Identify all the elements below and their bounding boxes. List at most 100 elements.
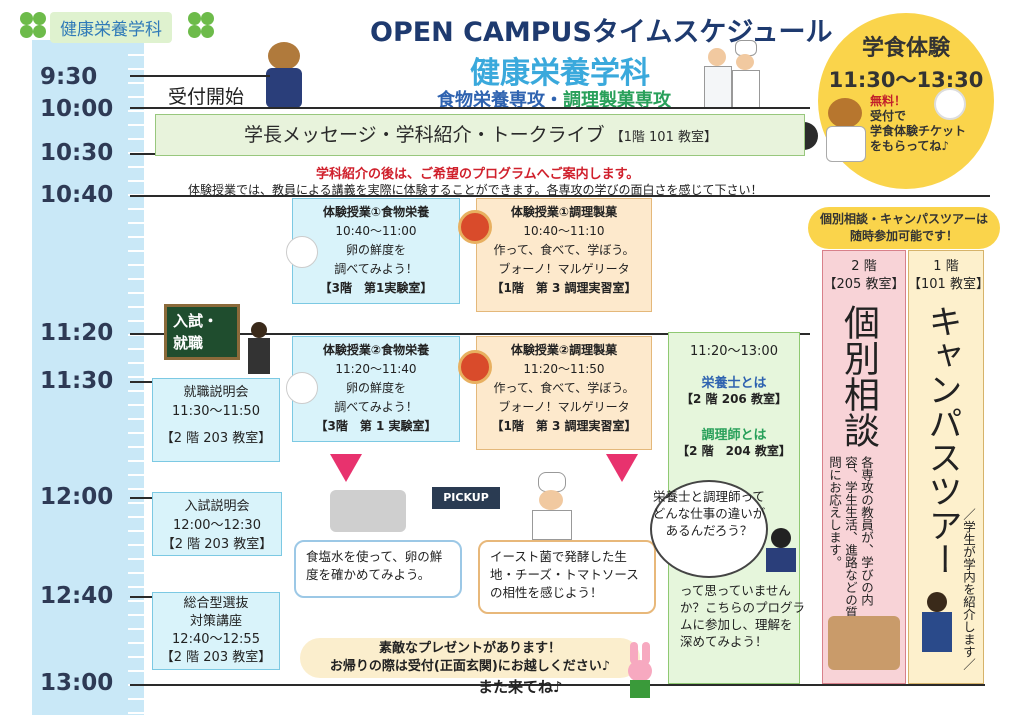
class-title: 体験授業①食物栄養 <box>322 205 430 219</box>
banner-room: 【1階 101 教室】 <box>610 130 717 145</box>
tour-room: 【101 教室】 <box>908 277 989 292</box>
campus-tour-column <box>908 250 984 684</box>
chef-icon <box>732 40 760 108</box>
class-desc: 作って、食べて、学ぼう。 <box>493 243 635 257</box>
time-line <box>130 684 985 686</box>
dog-mascot-icon <box>262 42 306 108</box>
class-desc: ブォーノ！マルゲリータ <box>498 400 630 414</box>
clover-icon <box>188 12 214 38</box>
consultation-column <box>822 250 906 684</box>
anytime-notice-line: 随時参加可能です！ <box>849 229 958 243</box>
class-room: 【1階 第 3 調理実習室】 <box>491 419 637 433</box>
class-box-cook-1: 体験授業①調理製菓 10:40〜11:10 作って、食べて、学ぼう。 ブォーノ！… <box>476 198 652 312</box>
notice-text: 体験授業では、教員による講義を実際に体験することができます。各専攻の学びの面白さ… <box>188 183 763 197</box>
present-line: お帰りの際は受付(正面玄関)にお越しください♪ <box>329 659 611 674</box>
class-time: 11:20〜11:40 <box>335 362 417 376</box>
session-exam: 入試説明会 12:00〜12:30 【2 階 203 教室】 <box>152 492 282 556</box>
time-label: 12:40 <box>40 583 114 609</box>
rabbit-icon <box>626 642 654 698</box>
pickup-label: PICKUP <box>432 487 500 509</box>
down-arrow-icon <box>606 454 638 482</box>
career-time: 11:20〜13:00 <box>690 344 778 359</box>
banner-text: 学長メッセージ・学科紹介・トークライブ <box>244 124 605 146</box>
class-time: 10:40〜11:00 <box>335 224 417 238</box>
class-box-food-1: 体験授業①食物栄養 10:40〜11:00 卵の鮮度を 調べてみよう！ 【3階 … <box>292 198 460 304</box>
lunch-note-1: 受付で <box>870 109 907 123</box>
teacher-icon <box>248 322 270 374</box>
time-line <box>130 333 810 335</box>
career-title-1: 栄養士とは <box>701 376 767 391</box>
reception-label: 受付開始 <box>168 86 245 108</box>
lunch-note-2: 学食体験チケット <box>870 124 967 138</box>
goodbye-text: また来てね♪ <box>478 678 563 696</box>
career-note-line: ムに参加し、理解を <box>680 617 793 632</box>
present-line: 素敵なプレゼントがあります！ <box>378 641 561 656</box>
session-time: 12:00〜12:30 <box>173 518 261 533</box>
exam-career-board: 入試・ 就職 <box>164 304 240 360</box>
lunch-note-3: をもらってね♪ <box>870 139 950 153</box>
anytime-notice: 個別相談・キャンパスツアーは 随時参加可能です！ <box>808 207 1000 249</box>
egg-carton-icon <box>330 490 406 532</box>
class-desc: 卵の鮮度を <box>345 381 406 395</box>
timeline-ruler <box>32 40 144 715</box>
pizza-note: イースト菌で発酵した生地・チーズ・トマトソースの相性を感じよう！ <box>478 540 656 614</box>
tour-desc: ／学生が学内を紹介します／ <box>961 508 976 671</box>
course-1: 食物栄養専攻 <box>437 90 545 111</box>
time-label: 11:20 <box>40 320 114 346</box>
plate-icon <box>934 88 966 120</box>
session-comprehensive: 総合型選抜 対策講座 12:40〜12:55 【2 階 203 教室】 <box>152 592 280 670</box>
lunch-time: 11:30〜13:30 <box>828 68 984 92</box>
time-line <box>130 497 160 499</box>
dept-tag: 健康栄養学科 <box>50 12 172 43</box>
page-title: OPEN CAMPUSタイムスケジュール <box>370 17 833 48</box>
consult-room: 【205 教室】 <box>823 277 905 292</box>
class-time: 11:20〜11:50 <box>523 362 605 376</box>
time-label: 10:30 <box>40 140 114 166</box>
course-2: 調理製菓専攻 <box>563 90 671 111</box>
career-room-2: 【2 階 204 教室】 <box>677 444 791 458</box>
career-note-line: 深めてみよう！ <box>680 634 768 649</box>
clover-icon <box>20 12 46 38</box>
student-icon <box>766 528 796 572</box>
career-room-1: 【2 階 206 教室】 <box>681 392 787 406</box>
class-box-cook-2: 体験授業②調理製菓 11:20〜11:50 作って、食べて、学ぼう。 ブォーノ！… <box>476 336 652 450</box>
class-time: 10:40〜11:10 <box>523 224 605 238</box>
time-line <box>130 75 270 77</box>
class-desc: 調べてみよう！ <box>334 262 418 276</box>
egg-note: 食塩水を使って、卵の鮮度を確かめてみよう。 <box>294 540 462 598</box>
egg-icon <box>286 236 318 268</box>
time-label: 12:00 <box>40 484 114 510</box>
class-title: 体験授業②調理製菓 <box>510 343 618 357</box>
consult-heading: 個別相談 <box>838 304 879 448</box>
class-room: 【3階 第1実験室】 <box>319 281 433 295</box>
time-line <box>130 195 990 197</box>
session-room: 【2 階 203 教室】 <box>160 431 272 446</box>
session-time: 12:40〜12:55 <box>172 632 260 647</box>
tour-location: 1 階 【101 教室】 <box>908 258 989 294</box>
time-line <box>130 596 160 598</box>
session-time: 11:30〜11:50 <box>172 404 260 419</box>
class-title: 体験授業①調理製菓 <box>510 205 618 219</box>
egg-icon <box>286 372 318 404</box>
career-title-2: 調理師とは <box>701 428 767 443</box>
time-label: 10:40 <box>40 182 114 208</box>
session-title: 対策講座 <box>189 614 242 629</box>
class-desc: 調べてみよう！ <box>334 400 418 414</box>
career-note-line: か？こちらのプログラ <box>680 600 806 615</box>
time-label: 13:00 <box>40 670 114 696</box>
time-line <box>130 107 810 109</box>
career-note: って思っていません か？こちらのプログラ ムに参加し、理解を 深めてみよう！ <box>680 582 805 650</box>
consult-desc: 各専攻の教員が、学びの内容、学生生活、進路などの質問にお応えします。 <box>827 456 874 619</box>
class-box-food-2: 体験授業②食物栄養 11:20〜11:40 卵の鮮度を 調べてみよう！ 【3階 … <box>292 336 460 442</box>
anytime-notice-line: 個別相談・キャンパスツアーは <box>819 212 988 226</box>
tour-floor: 1 階 <box>933 259 959 274</box>
opening-session-banner: 学長メッセージ・学科紹介・トークライブ【1階 101 教室】 <box>155 114 805 156</box>
class-title: 体験授業②食物栄養 <box>322 343 430 357</box>
session-title: 就職説明会 <box>183 385 249 400</box>
course-separator: ・ <box>545 90 563 111</box>
consultation-icon <box>828 616 900 670</box>
lunch-title: 学食体験 <box>861 36 950 61</box>
time-line <box>130 153 160 155</box>
career-note-line: って思っていません <box>680 583 791 598</box>
lunch-free: 無料！ <box>870 94 907 108</box>
